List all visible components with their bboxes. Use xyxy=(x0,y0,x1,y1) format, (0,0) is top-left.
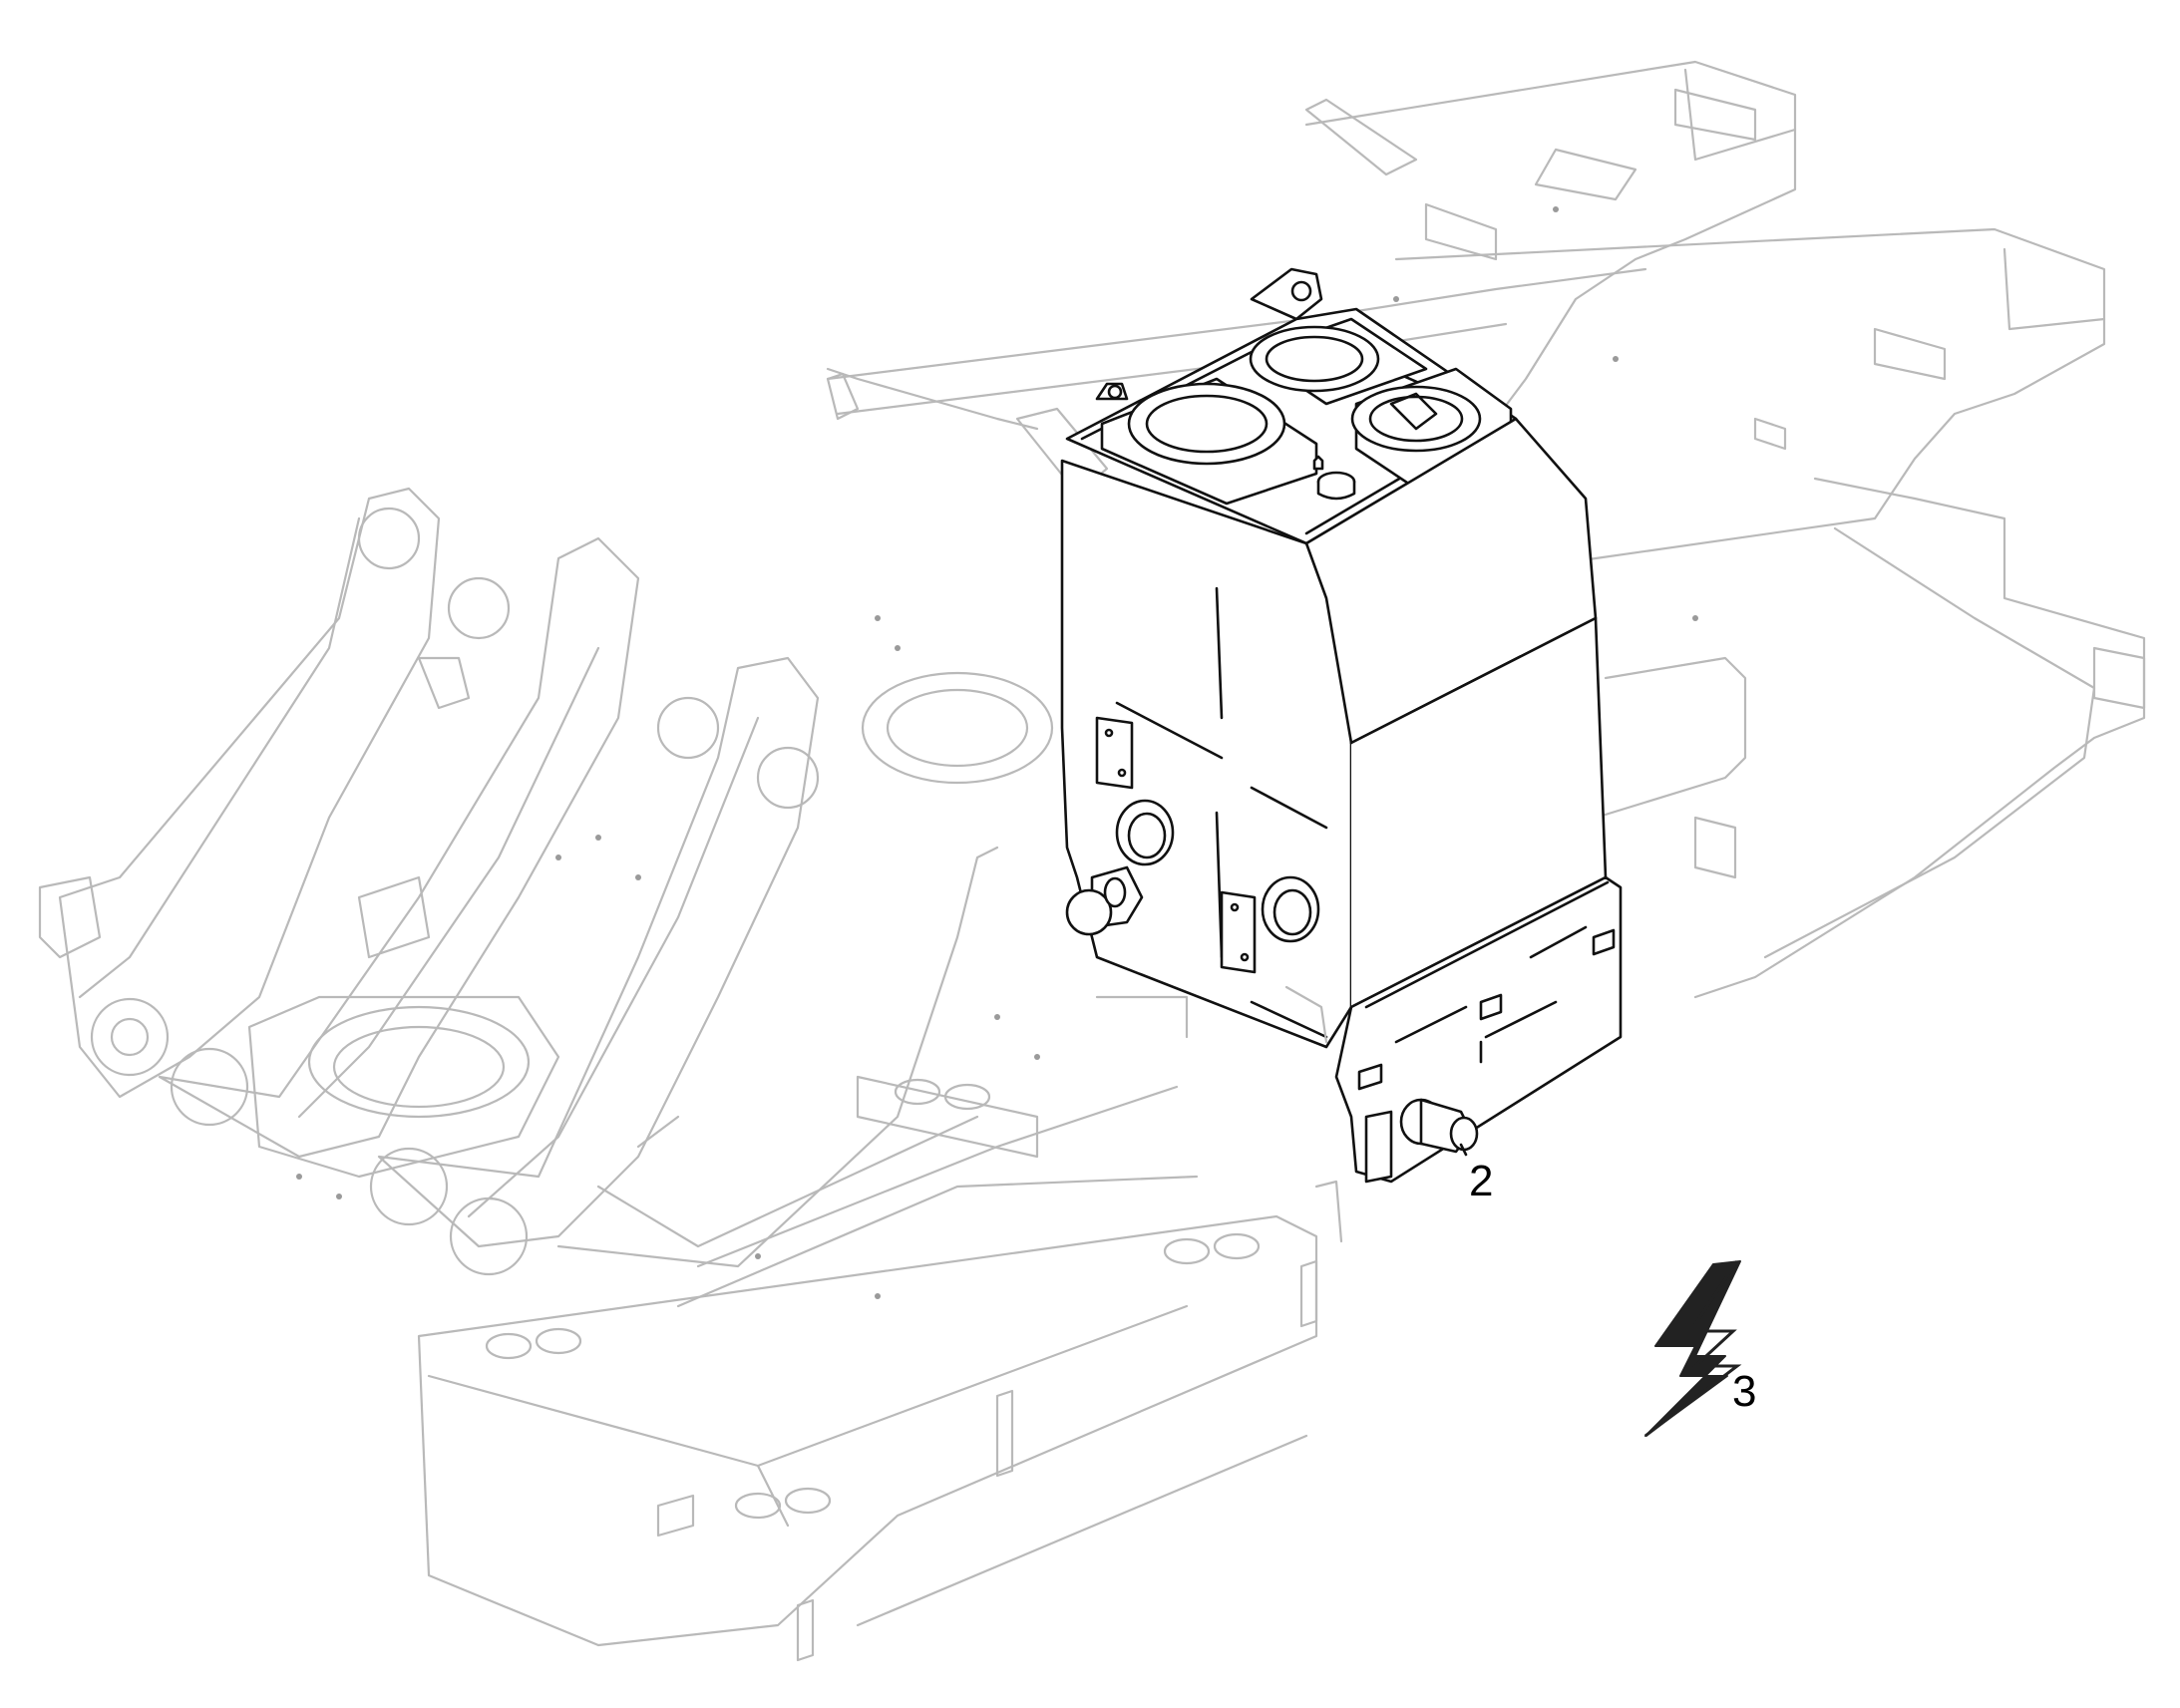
lightning-bolt-icon xyxy=(1644,1260,1742,1438)
callout-part-3: 3 xyxy=(1732,1367,1757,1416)
tank-assembly xyxy=(1060,267,1623,1184)
frame-bolt-holes xyxy=(296,206,1698,1299)
frame-leader-marks xyxy=(1284,985,1343,1243)
machine-frame-ghost xyxy=(38,60,2146,1662)
callout-part-2: 2 xyxy=(1469,1157,1494,1205)
